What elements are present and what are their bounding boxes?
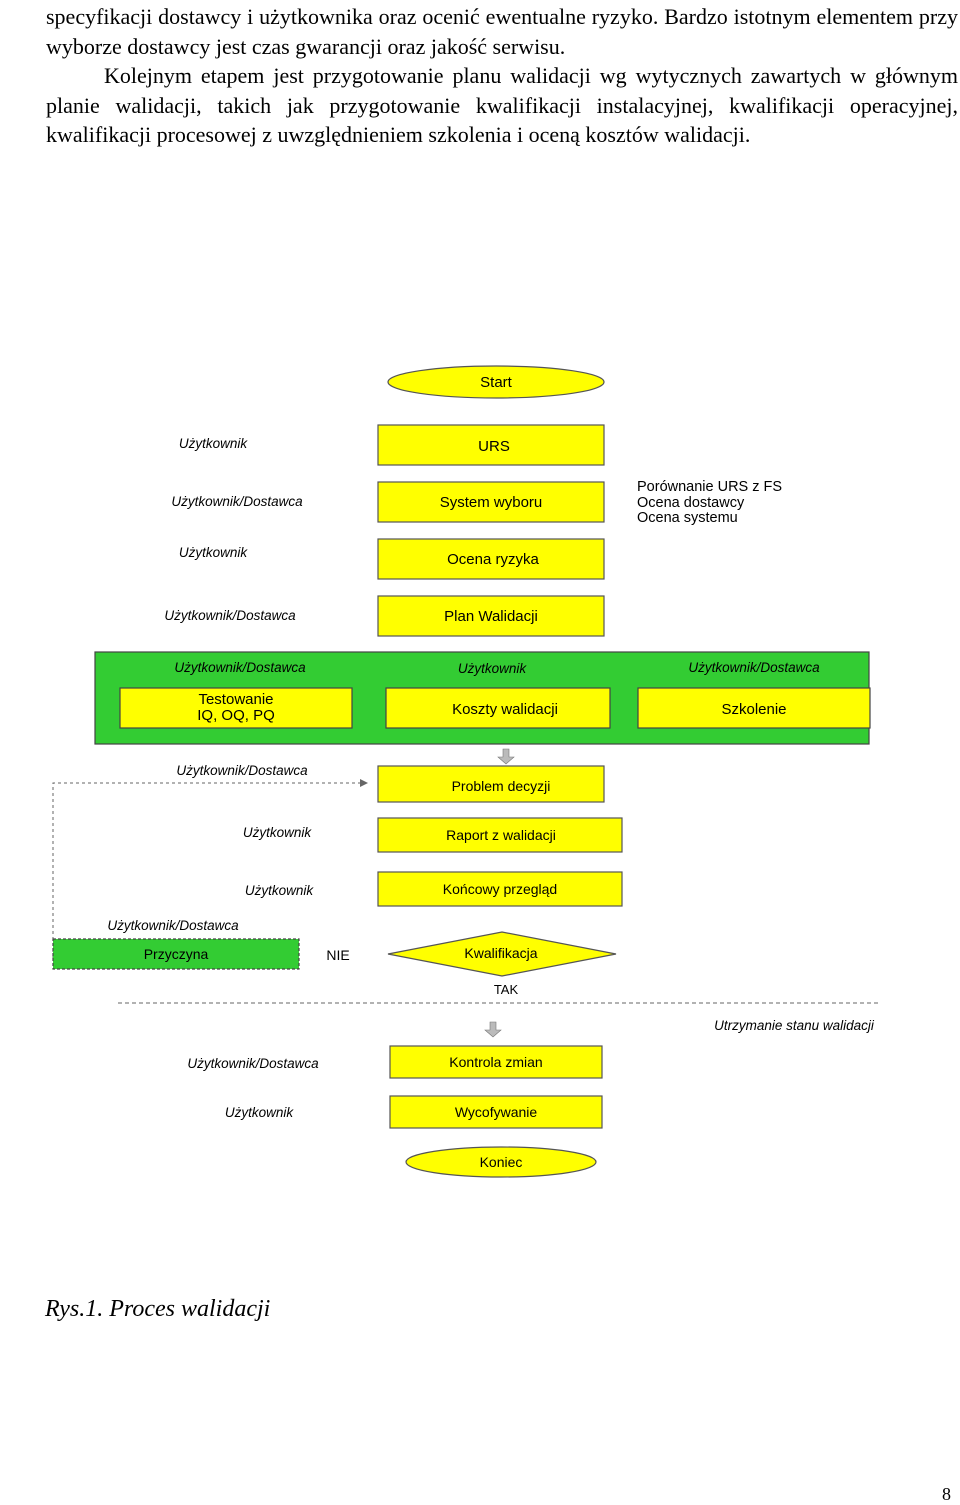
problem-role: Użytkownik/Dostawca (176, 763, 308, 778)
system-role: Użytkownik/Dostawca (171, 494, 303, 509)
plan-label: Plan Walidacji (444, 608, 538, 625)
system-note-3: Ocena systemu (637, 510, 738, 526)
body-text: specyfikacji dostawcy i użytkownika oraz… (46, 2, 958, 150)
training-label: Szkolenie (721, 701, 786, 718)
change-control-label: Kontrola zmian (449, 1054, 542, 1070)
review-label: Końcowy przegląd (443, 881, 557, 897)
qualification-decision (387, 931, 617, 977)
testing-label-line1: Testowanie (198, 691, 273, 708)
cause-label: Przyczyna (144, 946, 209, 962)
cause-box (52, 938, 300, 970)
paragraph-2: Kolejnym etapem jest przygotowanie planu… (46, 63, 958, 147)
testing-label-line2: IQ, OQ, PQ (197, 707, 275, 724)
cause-role: Użytkownik/Dostawca (107, 918, 239, 933)
withdrawal-label: Wycofywanie (455, 1104, 538, 1120)
no-label: NIE (326, 947, 349, 963)
change-control-box (389, 1045, 603, 1079)
review-role: Użytkownik (245, 883, 315, 898)
report-label: Raport z walidacji (446, 827, 556, 843)
arrow-down-icon (497, 748, 515, 765)
risk-box (377, 538, 605, 580)
testing-box (119, 687, 353, 729)
start-label: Start (480, 374, 513, 391)
end-label: Koniec (480, 1154, 523, 1170)
figure-caption: Rys.1. Proces walidacji (45, 1296, 271, 1322)
system-label: System wyboru (440, 494, 543, 511)
urs-role: Użytkownik (179, 436, 249, 451)
risk-role: Użytkownik (179, 545, 249, 560)
training-box (637, 687, 871, 729)
withdrawal-box (389, 1095, 603, 1129)
system-note-2: Ocena dostawcy (637, 495, 745, 511)
review-box (377, 871, 623, 907)
problem-label: Problem decyzji (452, 778, 551, 794)
start-terminal (387, 365, 605, 399)
feedback-loop-line (52, 782, 360, 958)
training-role: Użytkownik/Dostawca (688, 660, 820, 675)
system-box (377, 481, 605, 523)
costs-label: Koszty walidacji (452, 701, 558, 718)
arrow-down-icon (484, 1021, 502, 1038)
costs-box (385, 687, 611, 729)
feedback-arrowhead-icon (360, 779, 368, 787)
qualification-label: Kwalifikacja (464, 945, 537, 961)
end-terminal (405, 1146, 597, 1178)
paragraph-1: specyfikacji dostawcy i użytkownika oraz… (46, 4, 958, 59)
page-number: 8 (942, 1484, 951, 1504)
yes-label: TAK (494, 982, 519, 997)
maintenance-label: Utrzymanie stanu walidacji (714, 1018, 875, 1033)
change-role: Użytkownik/Dostawca (187, 1056, 319, 1071)
withdrawal-role: Użytkownik (225, 1105, 295, 1120)
urs-label: URS (478, 438, 510, 455)
plan-role: Użytkownik/Dostawca (164, 608, 296, 623)
system-note-1: Porównanie URS z FS (637, 479, 782, 495)
report-role: Użytkownik (243, 825, 313, 840)
testing-role: Użytkownik/Dostawca (174, 660, 306, 675)
costs-role: Użytkownik (458, 661, 528, 676)
urs-box (377, 424, 605, 466)
report-box (377, 817, 623, 853)
risk-label: Ocena ryzyka (447, 551, 539, 568)
problem-box (377, 765, 605, 803)
plan-box (377, 595, 605, 637)
